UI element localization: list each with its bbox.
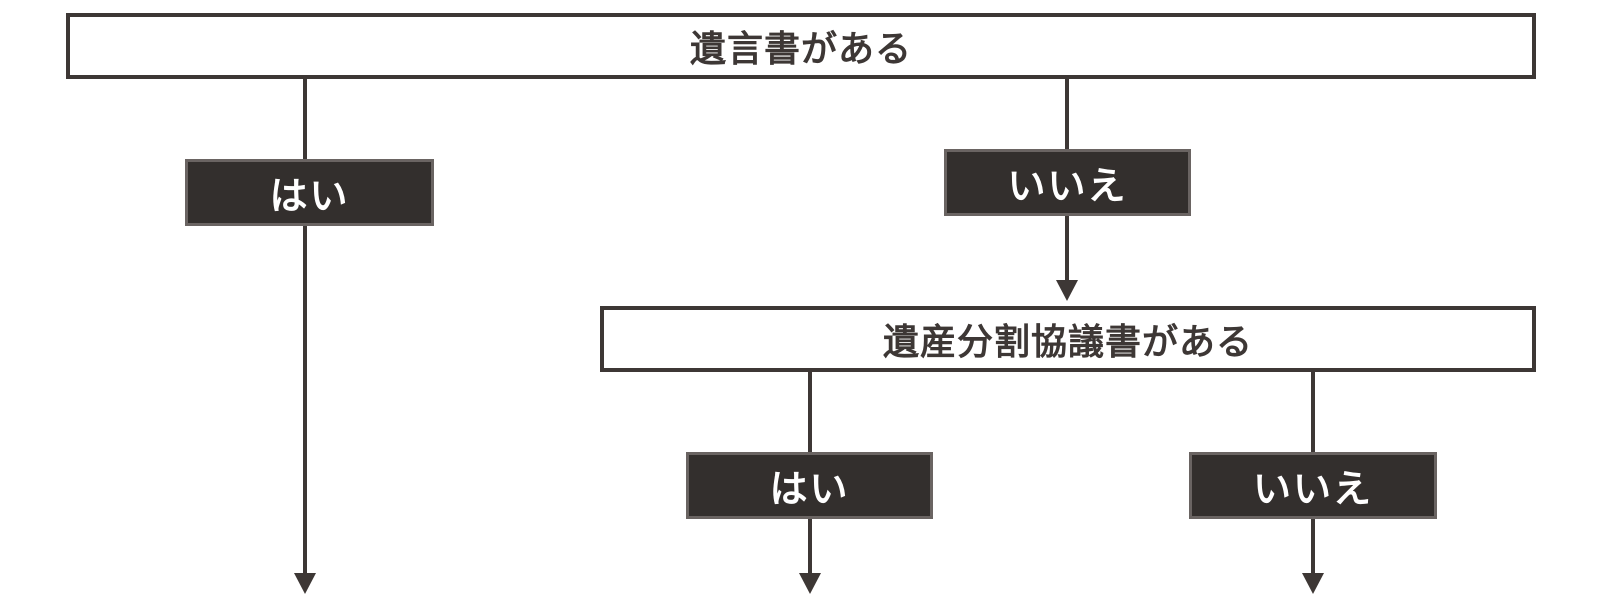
question-has-will-label: 遺言書がある [689,29,912,70]
answer-no-agreement-label: いいえ [1252,467,1373,511]
answer-no-will-label: いいえ [1007,164,1128,208]
answer-yes-will-label: はい [269,174,350,218]
answer-yes-agreement-label: はい [769,467,850,511]
arrowhead-no1-to-q2 [1056,280,1078,301]
arrowhead-no2-end [1302,573,1324,594]
question-has-will: 遺言書がある [66,13,1536,79]
answer-no-agreement: いいえ [1189,452,1437,519]
question-has-division-agreement-label: 遺産分割協議書がある [882,322,1253,363]
answer-yes-will: はい [185,159,434,226]
question-has-division-agreement: 遺産分割協議書がある [600,306,1536,372]
answer-no-will: いいえ [944,149,1191,216]
answer-yes-agreement: はい [686,452,933,519]
arrowhead-yes1-end [294,573,316,594]
arrowhead-yes2-end [799,573,821,594]
